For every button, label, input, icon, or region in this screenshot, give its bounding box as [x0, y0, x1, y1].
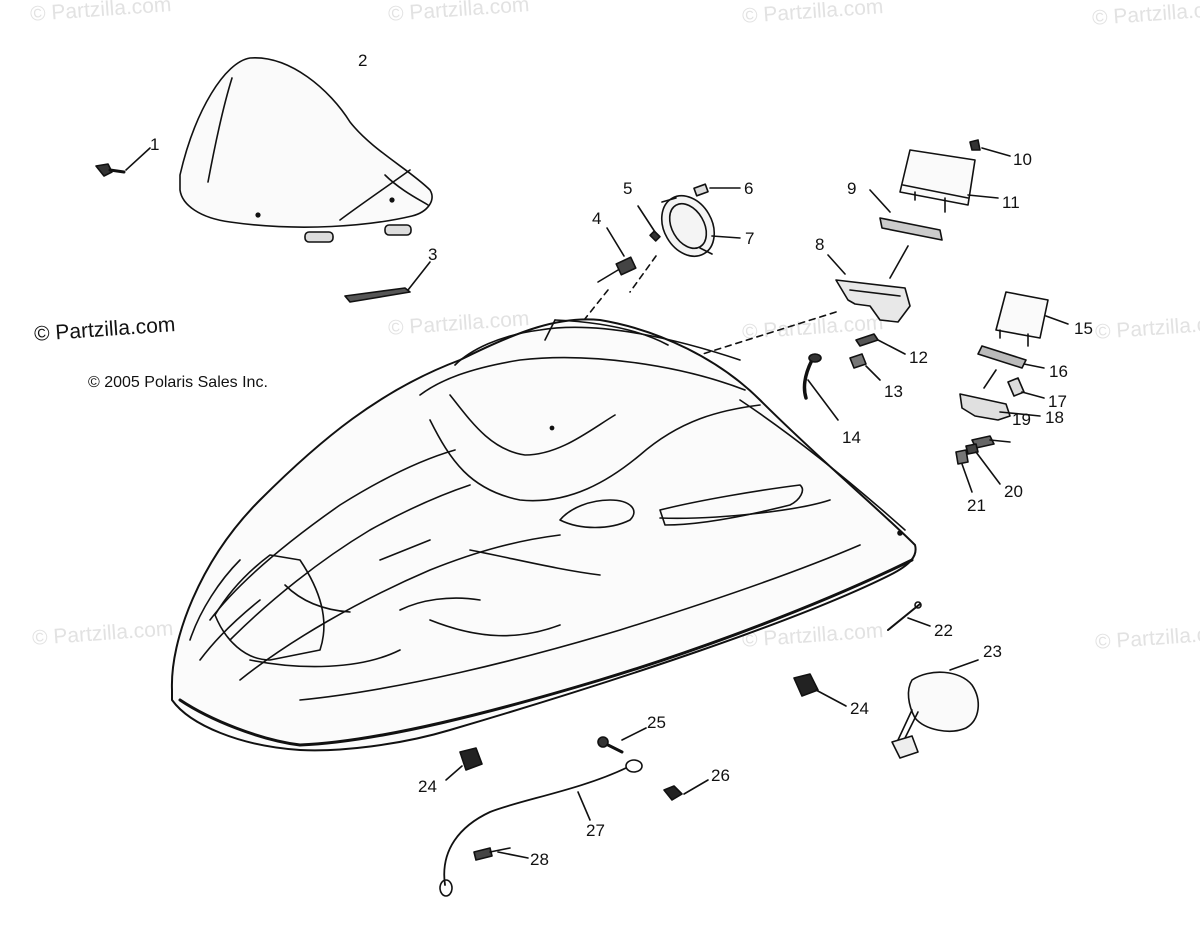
hood-part	[170, 318, 917, 752]
callout-5: 5	[623, 179, 633, 198]
bolt-part-25	[597, 727, 647, 754]
bracket-part-18	[959, 369, 1041, 421]
callout-6: 6	[744, 179, 754, 198]
strap-part-3	[344, 261, 431, 303]
socket-part-21	[955, 449, 973, 493]
callout-7: 7	[745, 229, 755, 248]
callout-8: 8	[815, 235, 825, 254]
callout-24: 24	[850, 699, 869, 718]
windshield-part	[179, 57, 433, 243]
clip-part-24-right	[793, 673, 847, 707]
callout-27: 27	[586, 821, 605, 840]
gauge-lens-part-9	[869, 189, 943, 279]
bulb-part-12	[855, 333, 906, 355]
callout-25: 25	[647, 713, 666, 732]
pin-part-22	[887, 601, 931, 631]
callout-16: 16	[1049, 362, 1068, 381]
speedometer-part-11	[899, 139, 1011, 213]
callout-26: 26	[711, 766, 730, 785]
callout-20: 20	[1004, 482, 1023, 501]
tach-part-15	[995, 291, 1069, 347]
callout-3: 3	[428, 245, 438, 264]
callout-4: 4	[592, 209, 602, 228]
tether-part-27	[439, 759, 643, 897]
callout-15: 15	[1074, 319, 1093, 338]
callout-28: 28	[530, 850, 549, 869]
callout-18: 18	[1045, 408, 1064, 427]
socket-part-20	[965, 443, 1001, 485]
callout-11: 11	[1002, 193, 1020, 212]
wire-part-14	[802, 353, 839, 421]
callout-22: 22	[934, 621, 953, 640]
lens-part-16	[977, 345, 1045, 369]
rivet-part-28	[473, 847, 529, 861]
callout-12: 12	[909, 348, 928, 367]
copyright-text: © 2005 Polaris Sales Inc.	[88, 374, 268, 391]
callout-24-left: 24	[418, 777, 437, 796]
connector-part-4	[597, 227, 637, 283]
callout-19: 19	[1012, 410, 1031, 429]
callout-17: 17	[1048, 392, 1067, 411]
callout-21: 21	[967, 496, 986, 515]
gauge-housing-part-7	[637, 183, 741, 257]
gauge-bracket-part-8	[827, 254, 911, 323]
bulb-part-19	[971, 435, 1011, 449]
socket-part-13	[849, 353, 881, 381]
callout-1: 1	[150, 135, 160, 154]
callout-23: 23	[983, 642, 1002, 661]
clip-part-24-left	[445, 747, 483, 781]
callout-13: 13	[884, 382, 903, 401]
screw-part-1	[95, 147, 151, 177]
bulb-part-17	[1007, 377, 1045, 399]
callout-10: 10	[1013, 150, 1032, 169]
nut-part-26	[663, 779, 709, 801]
callout-2: 2	[358, 51, 368, 70]
mirror-part-23	[891, 659, 979, 759]
callout-9: 9	[847, 179, 857, 198]
callout-14: 14	[842, 428, 861, 447]
